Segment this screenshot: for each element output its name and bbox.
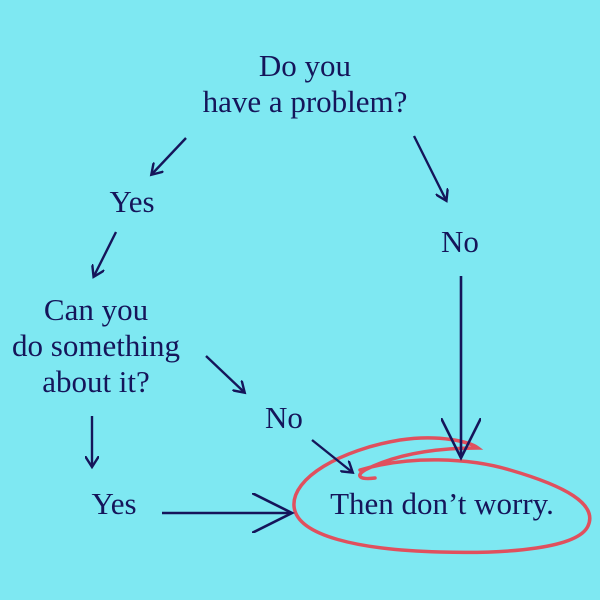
question2-line3: about it? <box>42 364 150 399</box>
question1-line1: Do you <box>258 48 352 83</box>
answer-no-1: No <box>441 224 479 259</box>
question-can-do-something: Can you do something about it? <box>0 292 216 400</box>
question-have-problem: Do you have a problem? <box>150 48 460 120</box>
arrow-q1-to-no <box>412 135 446 200</box>
arrow-no2-to-result <box>311 439 352 472</box>
arrow-q1-to-yes <box>152 137 187 174</box>
answer-yes-2: Yes <box>91 486 137 521</box>
arrow-yes-to-q2 <box>94 231 118 276</box>
question2-line2: do something <box>12 328 180 363</box>
answer-yes-1: Yes <box>109 184 155 219</box>
question2-line1: Can you <box>43 292 149 327</box>
arrow-q2-to-no <box>205 355 244 392</box>
result-circle <box>292 436 592 555</box>
result-then-dont-worry: Then don’t worry. <box>330 486 554 521</box>
question1-line2: have a problem? <box>202 84 408 119</box>
answer-no-2: No <box>265 400 303 435</box>
